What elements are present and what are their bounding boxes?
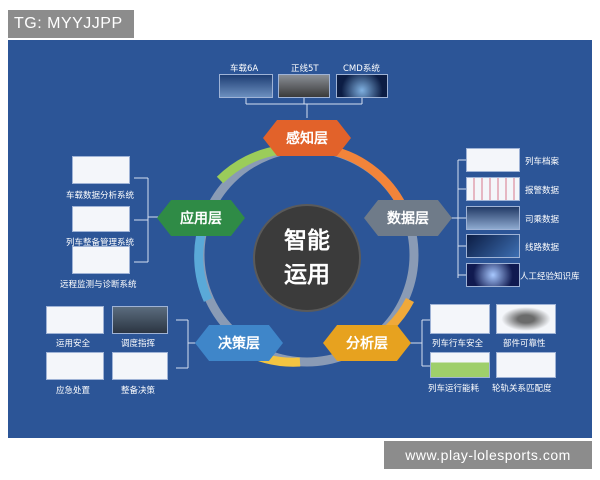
application-item-label: 远程监测与诊断系统 (60, 280, 137, 290)
layer-perception: 感知层 (263, 120, 351, 156)
data-item-label: 司乘数据 (525, 215, 560, 225)
emergency-handling-image (46, 352, 104, 380)
onboard-analysis-system-image (72, 156, 130, 184)
connector-data (446, 159, 466, 278)
perception-item-label: 正线5T (291, 64, 319, 74)
application-item-label: 车载数据分析系统 (66, 191, 135, 201)
running-safety-chart-image (430, 304, 490, 334)
layer-application: 应用层 (157, 200, 245, 236)
center-line-1: 智能 (284, 228, 330, 254)
maintenance-management-system-image (72, 206, 130, 232)
watermark-top: TG: MYYJJPP (8, 10, 134, 38)
alarm-data-image (466, 177, 520, 201)
connector-perception (245, 98, 363, 118)
analysis-item-label: 列车运行能耗 (428, 384, 480, 394)
connector-application (134, 177, 160, 263)
perception-item-label: CMD系统 (343, 64, 380, 74)
operation-safety-image (46, 306, 104, 334)
energy-chart-image (430, 352, 490, 378)
layer-data: 数据层 (364, 200, 452, 236)
cmd-system-image (336, 74, 388, 98)
onboard-6a-image (219, 74, 273, 98)
maintenance-decision-image (112, 352, 168, 380)
layer-decision: 决策层 (195, 325, 283, 361)
line-data-image (466, 234, 520, 258)
center-circle: 智能 运用 (253, 204, 361, 312)
decision-item-label: 应急处置 (56, 386, 91, 396)
data-item-label: 线路数据 (525, 243, 560, 253)
decision-item-label: 调度指挥 (121, 339, 156, 349)
data-item-label: 人工经验知识库 (520, 272, 580, 282)
analysis-item-label: 轮轨关系匹配度 (492, 384, 552, 394)
analysis-item-label: 部件可靠性 (503, 339, 546, 349)
watermark-bottom: www.play-lolesports.com (384, 441, 592, 469)
data-item-label: 列车档案 (525, 157, 560, 167)
dispatch-command-image (112, 306, 168, 334)
center-line-2: 运用 (284, 262, 330, 288)
layer-analysis: 分析层 (323, 325, 411, 361)
remote-diagnosis-system-image (72, 246, 130, 274)
reliability-chart-image (496, 304, 556, 334)
line-5t-image (278, 74, 330, 98)
analysis-item-label: 列车行车安全 (432, 339, 484, 349)
train-archive-image (466, 148, 520, 172)
decision-item-label: 运用安全 (56, 339, 91, 349)
application-item-label: 列车整备管理系统 (66, 238, 135, 248)
perception-item-label: 车载6A (230, 64, 259, 74)
connector-analysis (410, 319, 430, 367)
expert-knowledge-image (466, 263, 520, 287)
decision-item-label: 整备决策 (121, 386, 156, 396)
crew-data-image (466, 206, 520, 230)
wheel-rail-chart-image (496, 352, 556, 378)
data-item-label: 报警数据 (525, 186, 560, 196)
